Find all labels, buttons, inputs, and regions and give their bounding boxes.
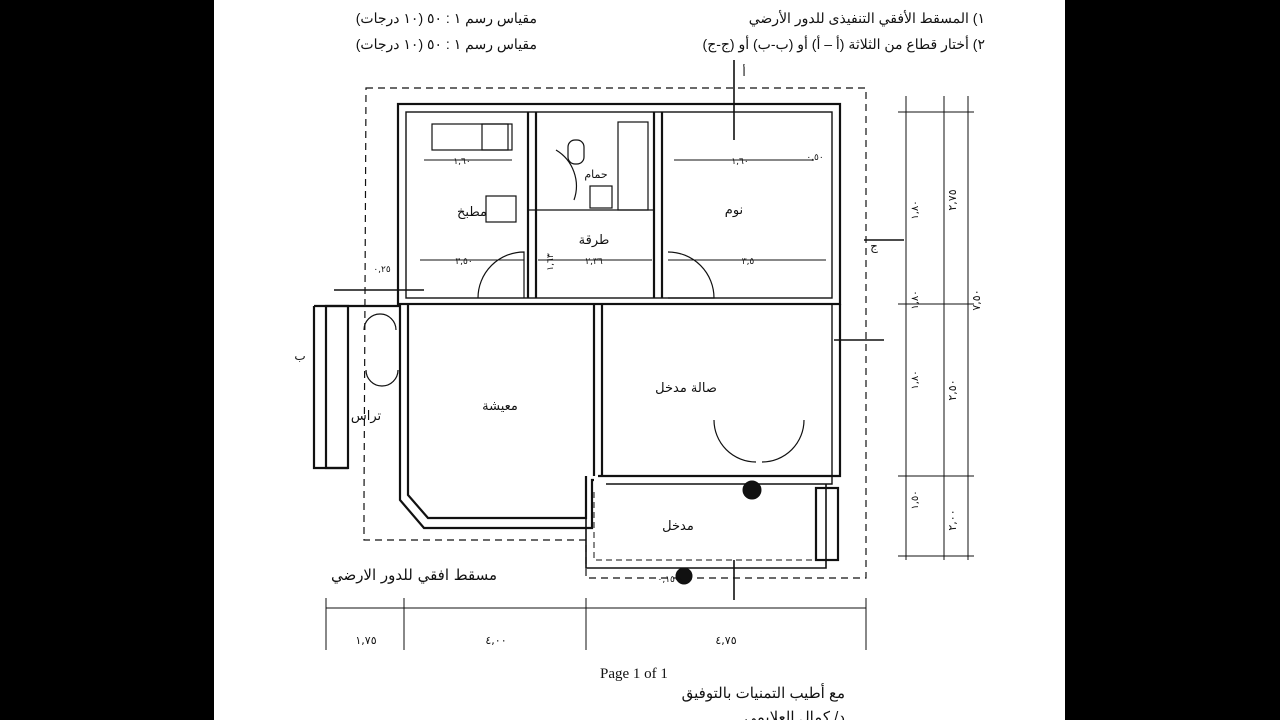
dim-inner: ١,٦٣ (546, 253, 556, 271)
door-swings (363, 149, 805, 463)
dim-inner: ٠,٥٠ (806, 153, 823, 163)
dim-right-inner: ١,٥٠ (910, 490, 921, 509)
task-2-scale: مقياس رسم ١ : ٥٠ (١٠ درجات) (355, 36, 537, 52)
dim-right-mid: ٢,٥٠ (946, 379, 959, 400)
section-markers (334, 60, 904, 600)
dim-inner: ٠,٢٥ (373, 265, 391, 275)
task-1-text: ١) المسقط الأفقي التنفيذى للدور الأرضي (748, 10, 985, 26)
signature-text: د/ كمال العلايمي (744, 709, 845, 720)
document-page: ١) المسقط الأفقي التنفيذى للدور الأرضي م… (214, 0, 1065, 720)
room-bedroom: نوم (725, 203, 743, 218)
section-mark-b: ب (294, 349, 305, 363)
dim-right-mid: ٢,٧٥ (946, 189, 959, 210)
room-kitchen: مطبخ (457, 205, 487, 220)
dim-inner: ٢,٣٦ (585, 257, 603, 267)
dim-bottom-2: ٤,٠٠ (485, 634, 506, 647)
room-corridor: طرقة (579, 233, 610, 248)
level-marker (742, 480, 762, 500)
task-1-scale: مقياس رسم ١ : ٥٠ (١٠ درجات) (355, 10, 537, 26)
room-terrace: تراس (351, 409, 382, 424)
task-2-text: ٢) أختار قطاع من الثلاثة (أ – أ) أو (ب-ب… (702, 36, 985, 52)
plan-caption: مسقط افقي للدور الارضي (331, 566, 497, 585)
dim-right-inner: ١,٨٠ (910, 370, 921, 389)
fixtures (431, 121, 649, 223)
dim-bottom-1: ١,٧٥ (355, 634, 376, 647)
dim-right-inner: ١,٨٠ (910, 290, 921, 309)
room-living: معيشة (482, 399, 518, 414)
floor-plan-drawing: مطبخ حمام طرقة نوم معيشة صالة مدخل مدخل … (294, 60, 983, 650)
room-hall: صالة مدخل (655, 381, 717, 396)
dim-inner: ٣,٥ (742, 257, 755, 267)
dim-right-outer: ٧,٥٠ (970, 289, 983, 310)
closing-text: مع أطيب التمنيات بالتوفيق (681, 685, 845, 702)
dim-right-inner: ١,٨٠ (910, 200, 921, 219)
outer-walls (312, 102, 842, 569)
dim-inner: ١,٦٠ (731, 157, 748, 167)
room-entrance: مدخل (662, 519, 694, 534)
dimension-lines (325, 96, 974, 650)
dim-bottom-3: ٤,٧٥ (715, 634, 736, 647)
section-mark-c: ج (870, 239, 878, 253)
level-marker (675, 567, 693, 585)
section-mark-a: أ (742, 64, 745, 79)
dim-inner: ٠,١٥+ (658, 575, 683, 585)
dim-inner: ٣,٥٠ (455, 257, 472, 267)
page-number: Page 1 of 1 (600, 666, 668, 682)
dim-inner: ١,٦٠ (453, 157, 470, 167)
dim-right-mid: ٢,٠٠ (946, 509, 959, 530)
roof-outline (363, 87, 867, 579)
room-bath: حمام (584, 168, 607, 181)
